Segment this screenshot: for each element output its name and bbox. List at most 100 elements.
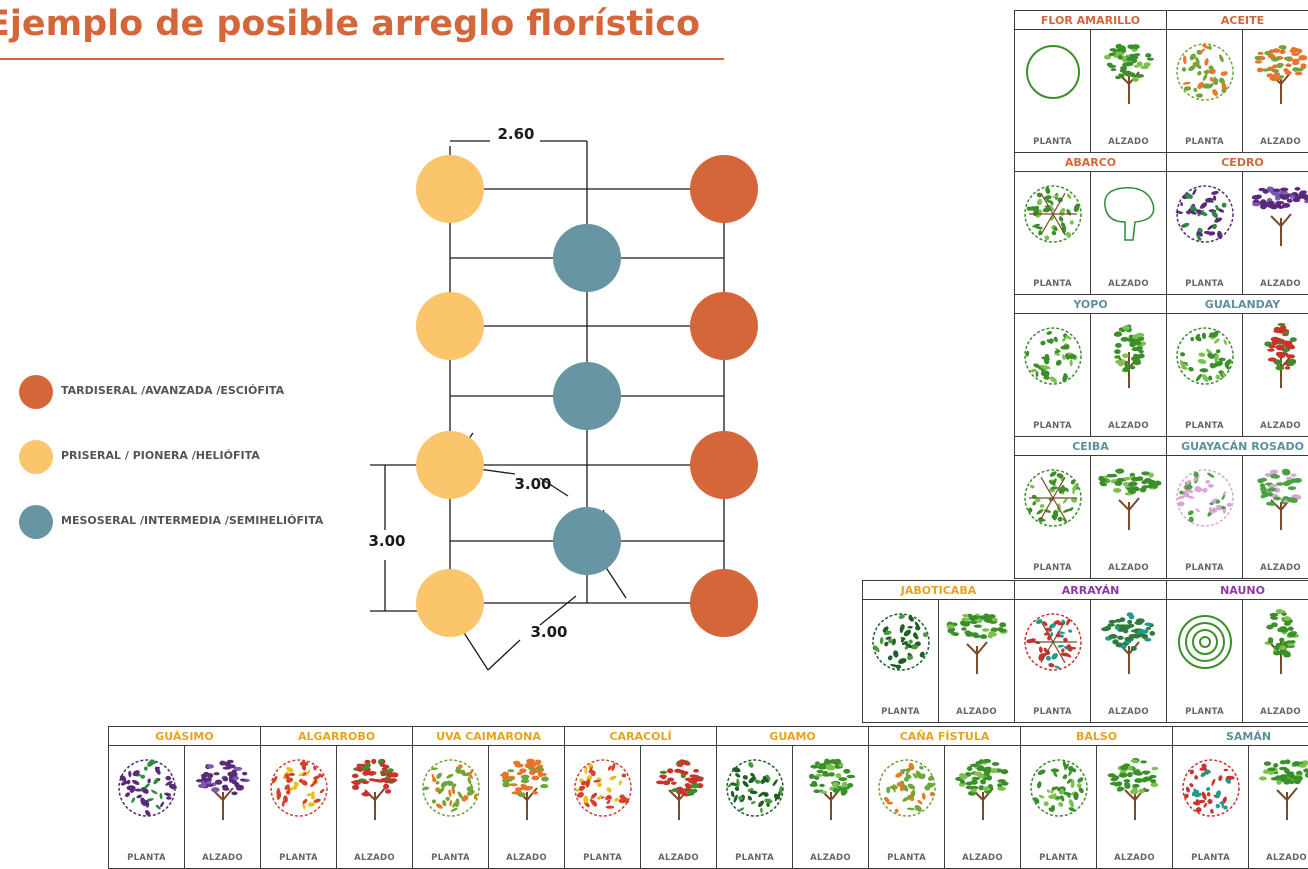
legend-label-priseral: PRISERAL / PIONERA /HELIÓFITA: [61, 449, 260, 462]
species-caracoli-planta-cell: PLANTA: [565, 746, 641, 869]
alzado-label: ALZADO: [1091, 137, 1166, 147]
planta-label: PLANTA: [1167, 137, 1242, 147]
planta-label: PLANTA: [717, 853, 792, 863]
red-orange-tree-icon: [341, 754, 409, 824]
alzado-label: ALZADO: [1243, 563, 1308, 573]
umbrella-tree-icon: [1095, 464, 1163, 534]
species-name-cana-fistula: CAÑA FÍSTULA: [869, 727, 1021, 746]
thin-ring-icon: [1019, 38, 1087, 108]
species-balso-alzado-cell: ALZADO: [1097, 746, 1173, 869]
legend-label-tardiseral: TARDISERAL /AVANZADA /ESCIÓFITA: [61, 384, 284, 397]
species-jaboticaba-alzado-cell: ALZADO: [939, 600, 1015, 723]
orange-center-canopy-icon: [873, 754, 941, 824]
species-jaboticaba-planta-cell: PLANTA: [863, 600, 939, 723]
species-guayacan-rosado-planta-cell: PLANTA: [1167, 456, 1243, 579]
species-name-jaboticaba: JABOTICABA: [863, 581, 1015, 600]
species-catalog-top-right: FLOR AMARILLO ACEITE PLANTA ALZADO PLANT…: [1014, 10, 1308, 579]
teal-tree-icon: [1095, 608, 1163, 678]
red-green-tree-icon: [645, 754, 713, 824]
species-cedro-alzado-cell: ALZADO: [1243, 172, 1308, 295]
green-tree-icon: [797, 754, 865, 824]
species-saman-planta-cell: PLANTA: [1173, 746, 1249, 869]
species-arrayan-alzado-cell: ALZADO: [1091, 600, 1167, 723]
species-caracoli-alzado-cell: ALZADO: [641, 746, 717, 869]
species-name-ceiba: CEIBA: [1015, 437, 1167, 456]
species-icon-row: PLANTA ALZADO PLANTA ALZADO PLANTA ALZAD…: [109, 746, 1308, 869]
species-algarrobo-alzado-cell: ALZADO: [337, 746, 413, 869]
dark-green-canopy-icon: [721, 754, 789, 824]
species-name-guamo: GUAMO: [717, 727, 869, 746]
species-name-uva-caimarona: UVA CAIMARONA: [413, 727, 565, 746]
tree-priseral-circle: [416, 155, 484, 223]
species-icon-row: PLANTA ALZADO PLANTA ALZADO PLANTA ALZAD…: [863, 600, 1308, 723]
petal-ring-canopy-icon: [569, 754, 637, 824]
thin-branch-tree-icon: [1101, 754, 1169, 824]
planta-label: PLANTA: [1167, 707, 1242, 717]
outline-tree-icon: [1095, 180, 1163, 250]
species-name-guayacan-rosado: GUAYACÁN ROSADO: [1167, 437, 1308, 456]
species-name-balso: BALSO: [1021, 727, 1173, 746]
species-name-flor-amarillo: FLOR AMARILLO: [1015, 11, 1167, 30]
dim-diagonal-upper-label: 3.00: [514, 475, 551, 493]
radial-canopy-icon: [1019, 464, 1087, 534]
tree-mesoseral-circle: [553, 224, 621, 292]
dark-leaf-canopy-icon: [867, 608, 935, 678]
species-name-gualanday: GUALANDAY: [1167, 295, 1308, 314]
orange-leaf-canopy-icon: [417, 754, 485, 824]
tree-tardiseral-circle: [690, 569, 758, 637]
dim-diagonal-lower-label: 3.00: [530, 623, 567, 641]
tree-mesoseral-circle: [553, 362, 621, 430]
tree-tardiseral-circle: [690, 431, 758, 499]
planta-label: PLANTA: [1173, 853, 1248, 863]
species-name-nauno: NAUNO: [1167, 581, 1308, 600]
species-uva-caimarona-alzado-cell: ALZADO: [489, 746, 565, 869]
alzado-label: ALZADO: [641, 853, 716, 863]
species-name-yopo: YOPO: [1015, 295, 1167, 314]
tree-priseral-circle: [416, 431, 484, 499]
legend-swatch-tardiseral: [19, 375, 53, 409]
tree-tardiseral-circle: [690, 292, 758, 360]
species-row: CEIBA GUAYACÁN ROSADO: [1015, 437, 1308, 456]
alzado-label: ALZADO: [1091, 563, 1166, 573]
tree-priseral-circle: [416, 292, 484, 360]
alzado-label: ALZADO: [1097, 853, 1172, 863]
species-uva-caimarona-planta-cell: PLANTA: [413, 746, 489, 869]
alzado-label: ALZADO: [489, 853, 564, 863]
species-name-algarrobo: ALGARROBO: [261, 727, 413, 746]
species-guamo-alzado-cell: ALZADO: [793, 746, 869, 869]
legend-label-mesoseral: MESOSERAL /INTERMEDIA /SEMIHELIÓFITA: [61, 514, 323, 527]
species-cana-fistula-alzado-cell: ALZADO: [945, 746, 1021, 869]
alzado-label: ALZADO: [1091, 707, 1166, 717]
green-brown-canopy-icon: [1025, 754, 1093, 824]
tree-mesoseral-circle: [553, 507, 621, 575]
planta-label: PLANTA: [1015, 707, 1090, 717]
alzado-label: ALZADO: [1243, 137, 1308, 147]
species-yopo-alzado-cell: ALZADO: [1091, 314, 1167, 437]
species-icon-row: PLANTA ALZADO PLANTA ALZADO: [1015, 456, 1308, 579]
leafy-canopy-icon: [1171, 322, 1239, 392]
orange-petal-canopy-icon: [265, 754, 333, 824]
species-nauno-planta-cell: PLANTA: [1167, 600, 1243, 723]
species-catalog-bottom: GUÁSIMO ALGARROBO UVA CAIMARONA CARACOLÍ…: [108, 726, 1308, 869]
layered-tree-icon: [1247, 322, 1308, 392]
species-arrayan-planta-cell: PLANTA: [1015, 600, 1091, 723]
species-balso-planta-cell: PLANTA: [1021, 746, 1097, 869]
alzado-label: ALZADO: [945, 853, 1020, 863]
pink-tree-icon: [1247, 464, 1308, 534]
species-abarco-planta-cell: PLANTA: [1015, 172, 1091, 295]
alzado-label: ALZADO: [1243, 707, 1308, 717]
species-name-cedro: CEDRO: [1167, 153, 1308, 172]
planta-label: PLANTA: [1167, 563, 1242, 573]
legend-swatch-mesoseral: [19, 505, 53, 539]
tall-oval-tree-icon: [1095, 322, 1163, 392]
purple-tree-icon: [189, 754, 257, 824]
alzado-label: ALZADO: [1243, 279, 1308, 289]
orange-speckled-tree-icon: [1247, 38, 1308, 108]
species-gualanday-planta-cell: PLANTA: [1167, 314, 1243, 437]
species-saman-alzado-cell: ALZADO: [1249, 746, 1308, 869]
planta-label: PLANTA: [1015, 421, 1090, 431]
alzado-label: ALZADO: [185, 853, 260, 863]
pink-canopy-icon: [1171, 464, 1239, 534]
species-row: ABARCO CEDRO: [1015, 153, 1308, 172]
planta-label: PLANTA: [1015, 279, 1090, 289]
